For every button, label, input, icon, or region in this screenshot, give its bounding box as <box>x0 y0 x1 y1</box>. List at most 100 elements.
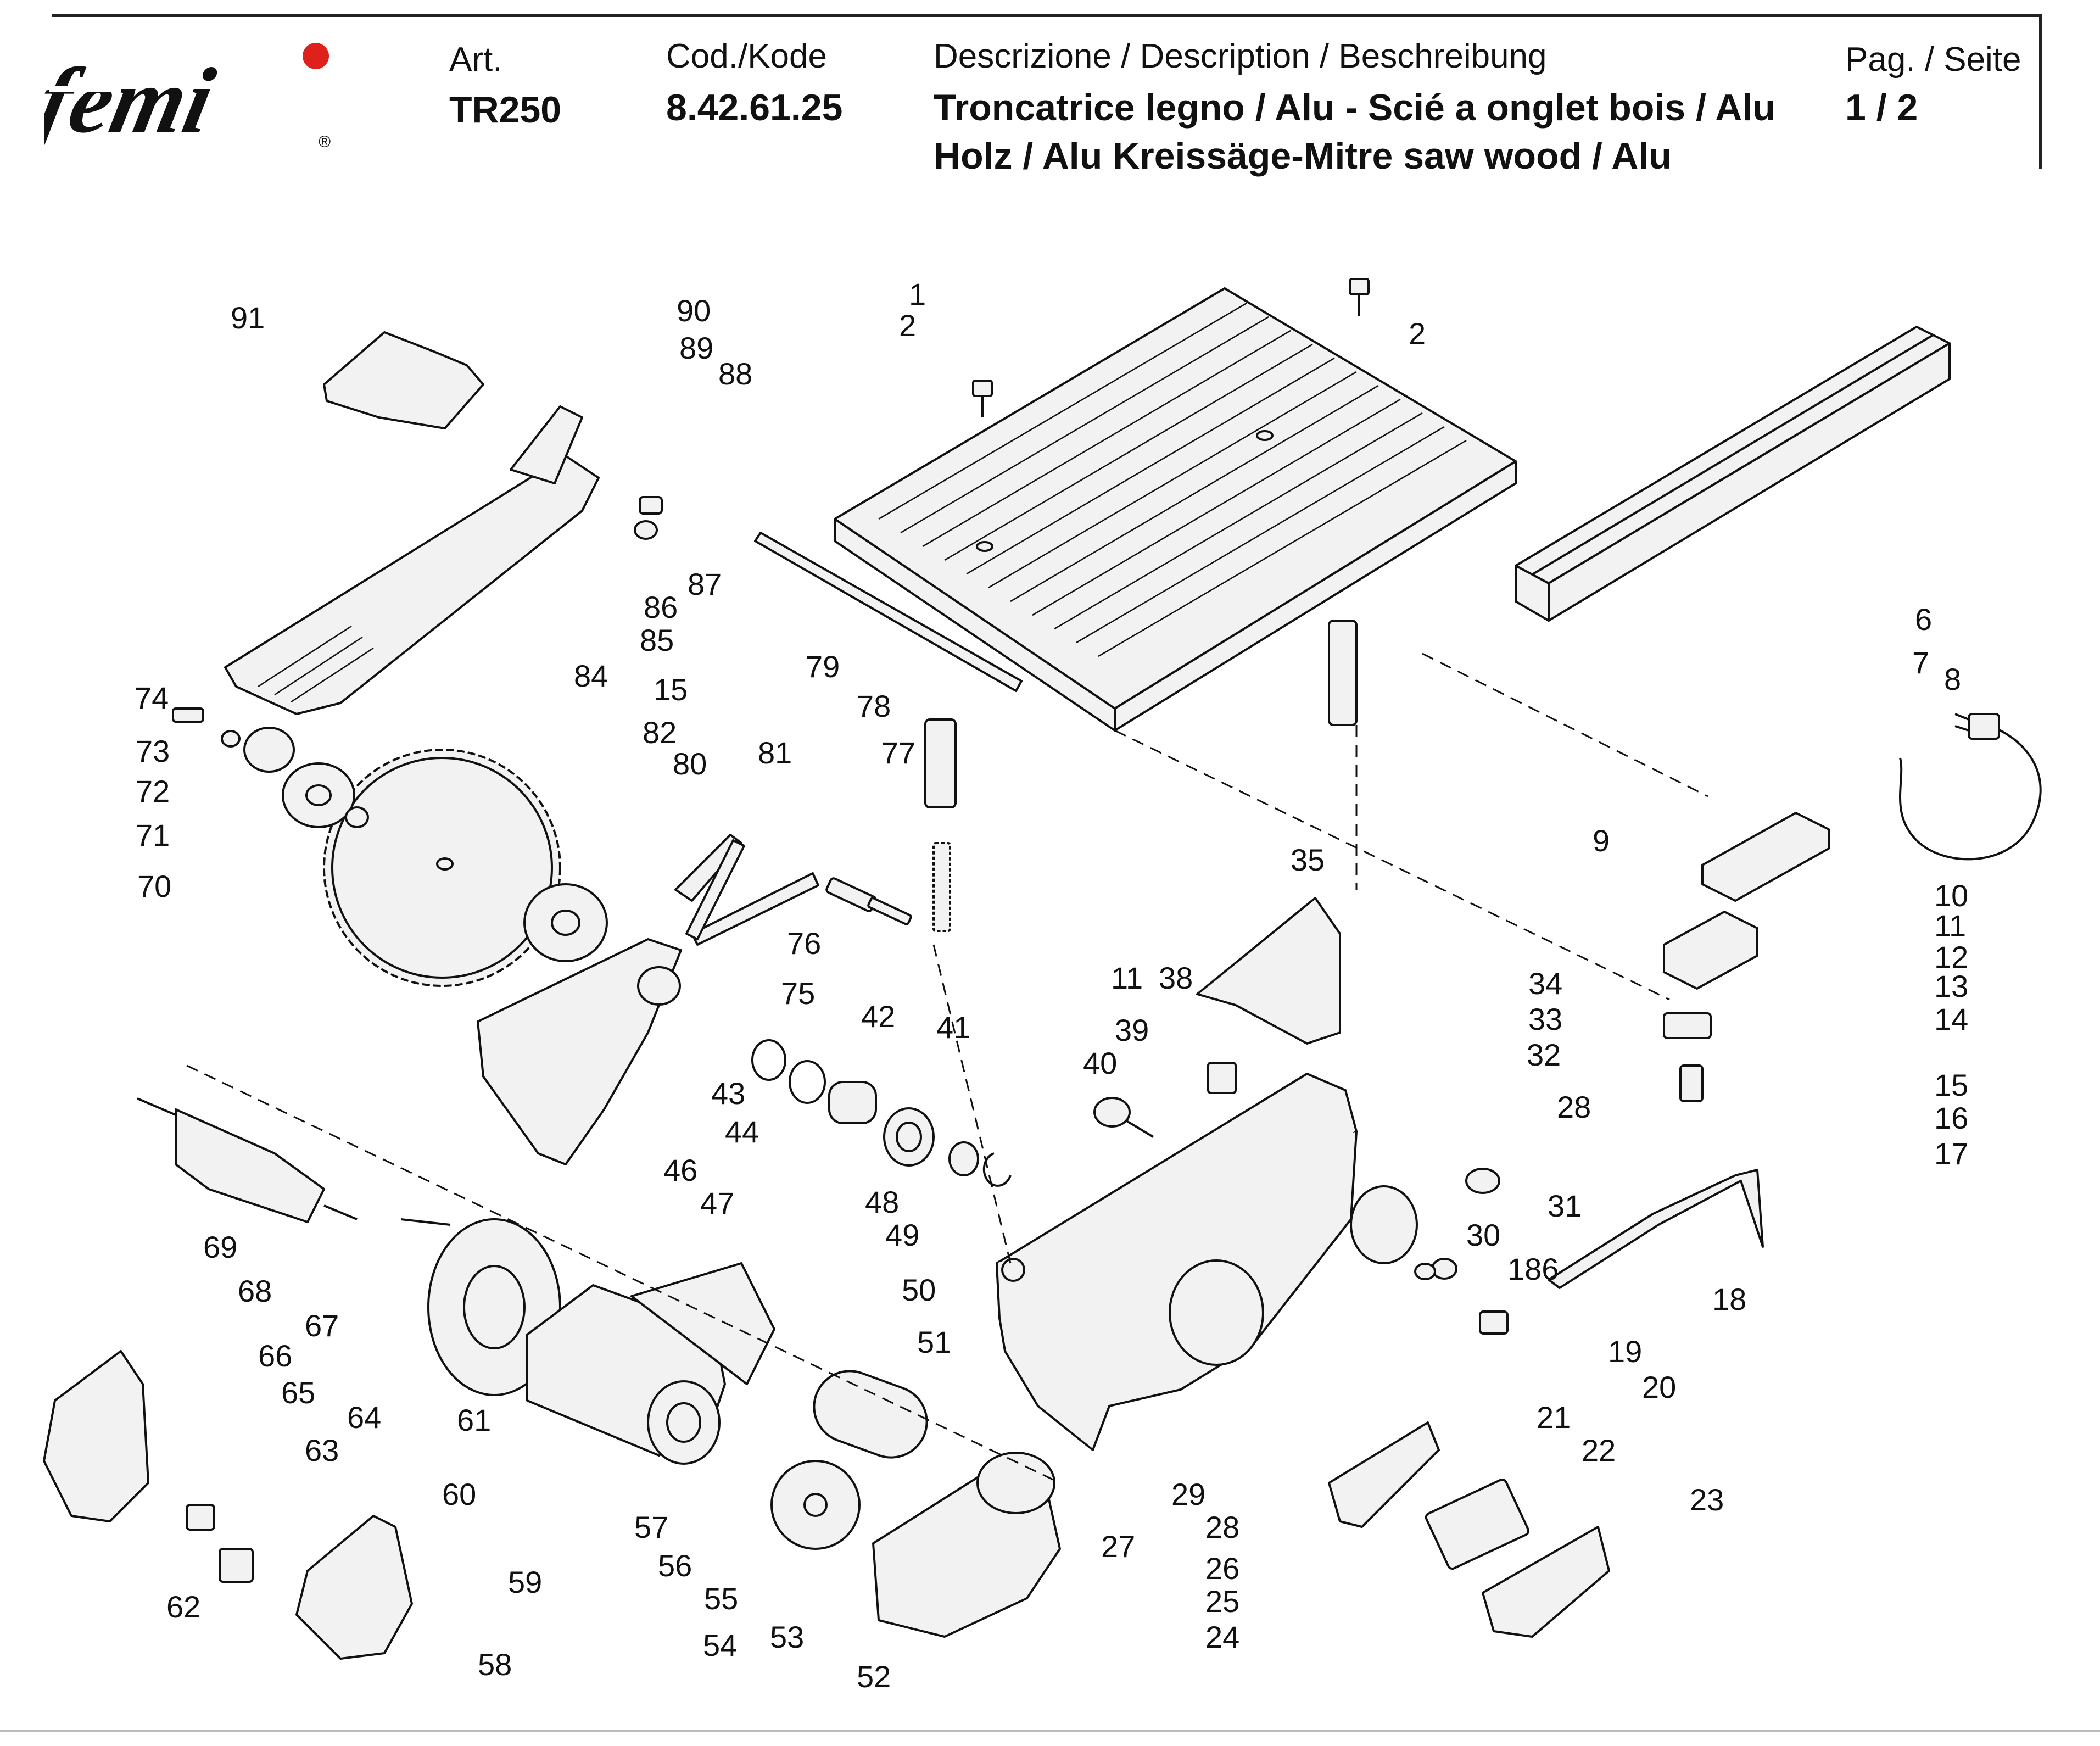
part-number-label: 26 <box>1205 1551 1239 1586</box>
part-number-label: 27 <box>1101 1529 1135 1564</box>
femi-logo: femi ® <box>30 33 351 159</box>
part-number-label: 73 <box>136 734 170 768</box>
micro-switch <box>1414 1168 1509 1335</box>
part-number-label: 69 <box>203 1230 237 1264</box>
part-number-label: 2 <box>1409 316 1426 351</box>
bottom-rule <box>0 1730 2100 1732</box>
support-post <box>1328 620 1358 726</box>
part-number-label: 18 <box>1712 1282 1746 1317</box>
part-number-label: 21 <box>1537 1400 1571 1435</box>
part-number-label: 81 <box>758 735 792 770</box>
part-number-label: 90 <box>677 293 711 328</box>
part-number-label: 19 <box>1608 1334 1642 1369</box>
description-line-2: Holz / Alu Kreissäge-Mitre saw wood / Al… <box>934 135 1672 177</box>
lock-lever <box>1548 1169 1764 1289</box>
part-number-label: 70 <box>137 869 171 903</box>
bearing-set <box>751 1039 1012 1187</box>
part-number-label: 72 <box>136 774 170 808</box>
part-number-label: 16 <box>1934 1101 1968 1135</box>
part-number-label: 82 <box>643 715 677 750</box>
part-number-label: 33 <box>1528 1002 1562 1036</box>
part-number-label: 6 <box>1915 602 1932 637</box>
part-number-label: 54 <box>703 1628 737 1663</box>
part-number-label: 28 <box>1205 1510 1239 1544</box>
fence-bracket <box>1663 812 1830 1102</box>
part-number-label: 60 <box>442 1477 476 1511</box>
part-number-label: 29 <box>1171 1477 1205 1511</box>
table-screw <box>1349 278 1370 316</box>
part-number-label: 75 <box>781 976 815 1011</box>
header: femi ® Art. TR250 Cod./Kode 8.42.61.25 D… <box>0 0 2100 181</box>
part-number-label: 86 <box>644 590 678 624</box>
part-number-label: 10 <box>1934 878 1968 913</box>
part-number-label: 62 <box>166 1589 200 1624</box>
rear-handle <box>295 1515 413 1660</box>
part-number-label: 22 <box>1582 1433 1616 1468</box>
blade-flange <box>172 707 369 828</box>
upper-blade-guard <box>323 331 484 429</box>
riving-knife <box>1196 897 1341 1045</box>
part-number-label: 13 <box>1934 969 1968 1003</box>
inner-flange <box>523 883 608 962</box>
power-cord <box>1899 713 2042 861</box>
arm-screw <box>634 496 663 540</box>
part-number-label: 8 <box>1944 662 1961 696</box>
motor-housing <box>526 1262 775 1465</box>
part-number-label: 14 <box>1934 1002 1968 1036</box>
part-number-label: 76 <box>787 926 821 961</box>
part-number-label: 31 <box>1548 1189 1582 1223</box>
lower-blade-guard <box>477 938 682 1165</box>
part-number-label: 25 <box>1205 1584 1239 1619</box>
part-number-label: 48 <box>865 1185 899 1219</box>
part-number-label: 85 <box>640 623 674 657</box>
part-number-label: 42 <box>861 999 895 1034</box>
part-number-label: 71 <box>136 818 170 852</box>
part-number-label: 44 <box>725 1114 759 1149</box>
part-number-label: 51 <box>917 1325 951 1359</box>
part-number-label: 11 <box>1111 961 1143 995</box>
description-label: Descrizione / Description / Beschreibung <box>934 37 1547 75</box>
header-right-rule <box>2039 14 2042 169</box>
part-number-label: 68 <box>238 1274 272 1308</box>
base-housing <box>996 1073 1418 1451</box>
motor-fan <box>770 1460 861 1550</box>
alignment-lines <box>186 652 1708 1484</box>
logo-brand-text: femi <box>44 49 222 153</box>
part-number-label: 57 <box>634 1510 668 1544</box>
part-number-label: 30 <box>1466 1218 1500 1252</box>
saw-arm <box>224 405 600 715</box>
part-number-label: 50 <box>902 1273 936 1307</box>
part-number-label: 59 <box>508 1565 542 1599</box>
capacitor <box>813 1370 928 1459</box>
part-number-label: 23 <box>1690 1482 1724 1517</box>
part-number-label: 52 <box>857 1659 891 1694</box>
part-number-label: 24 <box>1205 1620 1239 1654</box>
part-number-label: 46 <box>663 1153 697 1187</box>
part-number-label: 28 <box>1557 1090 1591 1124</box>
side-cover <box>1328 1421 1610 1638</box>
part-number-label: 38 <box>1159 961 1193 995</box>
saw-table <box>834 287 1517 732</box>
part-number-label: 89 <box>679 331 713 365</box>
guard-linkage <box>674 834 912 946</box>
part-number-label: 47 <box>700 1186 734 1220</box>
angle-scale <box>754 532 1023 692</box>
table-screw <box>972 380 993 417</box>
part-number-label: 87 <box>688 567 722 601</box>
part-number-label: 2 <box>899 308 916 343</box>
part-number-label: 63 <box>305 1433 339 1468</box>
logo-stripe <box>49 86 121 92</box>
part-number-label: 58 <box>478 1647 512 1682</box>
part-number-label: 41 <box>936 1010 970 1045</box>
header-top-rule <box>52 14 2040 17</box>
part-number-label: 11 <box>1934 908 1966 943</box>
part-number-label: 77 <box>881 735 915 770</box>
registered-mark: ® <box>319 133 331 151</box>
part-number-label: 80 <box>673 746 707 781</box>
part-number-label: 65 <box>281 1375 315 1410</box>
switch-block <box>186 1504 254 1583</box>
description-line-1: Troncatrice legno / Alu - Scié a onglet … <box>934 87 1775 129</box>
part-number-label: 39 <box>1115 1013 1149 1047</box>
